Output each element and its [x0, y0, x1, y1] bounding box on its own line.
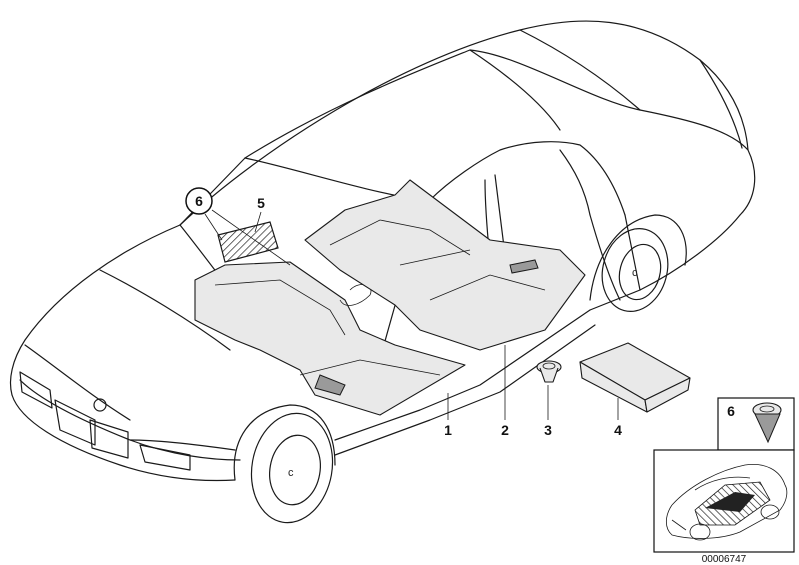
part-2-rear-floor-carpet[interactable] [304, 179, 586, 351]
part-1-front-floor-carpet[interactable] [194, 261, 466, 416]
callout-4[interactable]: 4 [614, 422, 622, 438]
leader-lines [204, 209, 619, 420]
part-3-retaining-clip[interactable] [536, 360, 562, 383]
drawing-code: 00006747 [702, 554, 747, 565]
callout-5[interactable]: 5 [257, 195, 265, 211]
hub-glyph: c [288, 467, 294, 479]
callout-2[interactable]: 2 [501, 422, 509, 438]
callout-6[interactable]: 6 [195, 193, 203, 209]
callout-3[interactable]: 3 [544, 422, 552, 438]
hub-glyph: c [632, 267, 638, 279]
callout-1[interactable]: 1 [444, 422, 452, 438]
inset-callout-6: 6 [727, 403, 735, 419]
clip-spike-icon [754, 413, 781, 444]
part-4-insulation-pad[interactable] [579, 342, 691, 413]
part-5-floor-mesh[interactable] [217, 221, 279, 263]
inset-part-6[interactable]: 6 [717, 397, 795, 451]
callout-labels: 6 5 1 2 3 4 [185, 187, 622, 438]
callout-6-circle [185, 187, 213, 215]
inset-car-thumbnail [653, 449, 795, 553]
